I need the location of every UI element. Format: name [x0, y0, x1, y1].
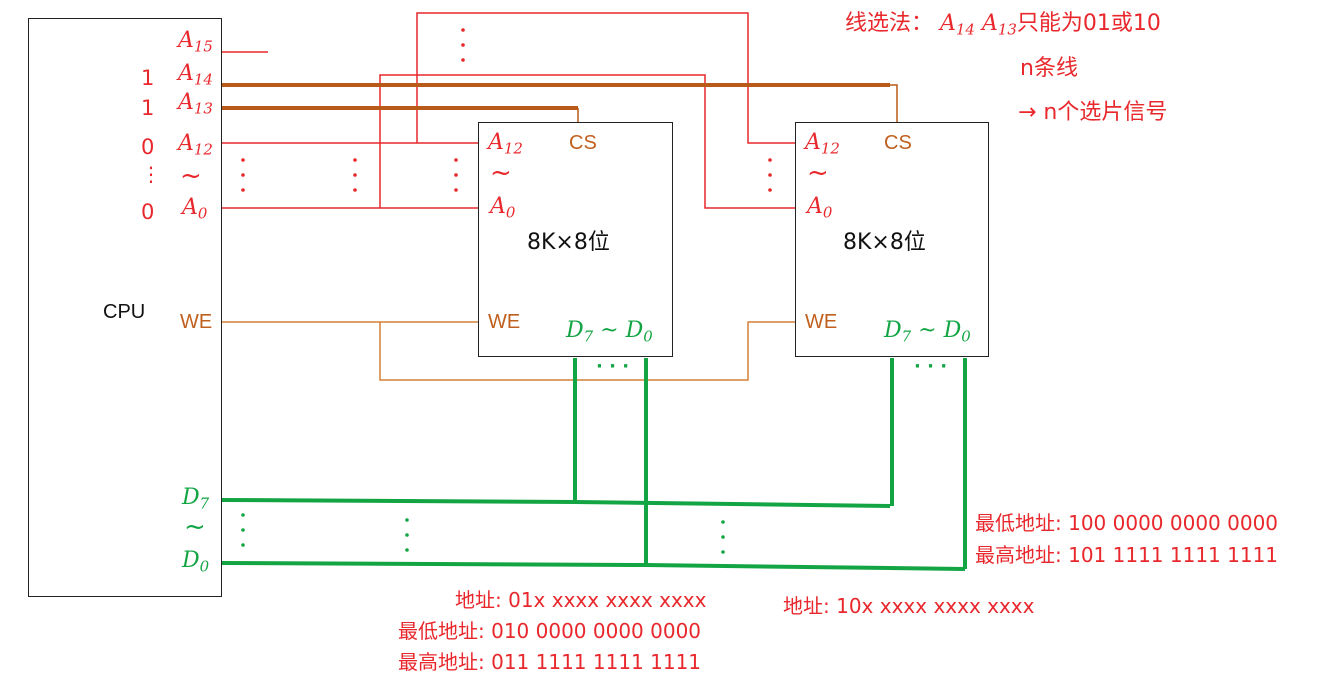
- chip2-pin-a12: A12: [805, 130, 840, 158]
- chip1-pin-we: WE: [488, 311, 521, 333]
- chip2-min-address: 最低地址: 100 0000 0000 0000: [975, 511, 1279, 535]
- chip1-pin-a0: A0: [490, 194, 516, 222]
- cpu-pin-a0: A0: [182, 195, 208, 223]
- memory-chip-2: [795, 122, 989, 357]
- line-select-note-n-signals: → n个选片信号: [1018, 100, 1168, 125]
- chip1-pin-a12: A12: [488, 130, 523, 158]
- cpu-pin-d0: D0: [182, 548, 210, 576]
- chip-select-wires: [222, 83, 898, 122]
- chip2-pin-we: WE: [805, 311, 838, 333]
- cpu-pin-a15: A15: [178, 28, 213, 56]
- line-select-note-n-lines: n条线: [1020, 56, 1078, 81]
- chip2-pin-cs: CS: [884, 132, 912, 154]
- cpu-block: [28, 18, 222, 597]
- cpu-pin-a12: A12: [178, 131, 213, 159]
- cpu-value-vdots: ⋮: [141, 162, 161, 186]
- d7-bus: [221, 498, 891, 508]
- d0-bus: [221, 561, 966, 571]
- chip2-address-pattern: 地址: 10x xxxx xxxx xxxx: [783, 594, 1035, 618]
- cpu-pin-we: WE: [180, 311, 213, 333]
- a14-to-chip2-cs: [890, 84, 898, 122]
- cpu-pin-a13: A13: [178, 90, 213, 118]
- chip2-addr-tilde: ~: [807, 158, 829, 188]
- chip1-max-address: 最高地址: 011 1111 1111 1111: [398, 650, 702, 674]
- address-wires: [222, 12, 795, 209]
- chip2-data-dots: · · ·: [914, 356, 948, 377]
- chip1-data-dots: · · ·: [596, 356, 630, 377]
- chip2-capacity: 8K×8位: [843, 230, 926, 255]
- cpu-pin-d7: D7: [182, 485, 210, 513]
- chip2-pin-data: D7 ~ D0: [884, 318, 971, 346]
- ellipsis-dots: [241, 28, 772, 554]
- cpu-pin-a0-value: 0: [141, 200, 155, 224]
- chip1-address-pattern: 地址: 01x xxxx xxxx xxxx: [455, 588, 707, 612]
- chip2-max-address: 最高地址: 101 1111 1111 1111: [975, 543, 1279, 567]
- chip2-pin-a0: A0: [807, 194, 833, 222]
- line-select-note: 线选法： A14 A13只能为01或10: [845, 11, 1161, 39]
- chip1-pin-cs: CS: [569, 132, 597, 154]
- chip1-addr-tilde: ~: [490, 158, 512, 188]
- a0-to-chip2: [379, 74, 795, 209]
- cpu-pin-a13-value: 1: [141, 96, 155, 120]
- cpu-pin-a14: A14: [178, 61, 213, 89]
- cpu-pin-a14-value: 1: [141, 66, 155, 90]
- chip1-min-address: 最低地址: 010 0000 0000 0000: [398, 619, 702, 643]
- cpu-label: CPU: [103, 301, 146, 323]
- cpu-pin-a12-value: 0: [141, 135, 155, 159]
- chip1-capacity: 8K×8位: [527, 230, 610, 255]
- cpu-addr-tilde: ~: [180, 161, 202, 191]
- chip1-pin-data: D7 ~ D0: [566, 318, 653, 346]
- a12-to-chip2: [416, 12, 795, 144]
- data-wires: [221, 358, 967, 571]
- memory-chip-1: [478, 122, 673, 357]
- we-to-chip2: [379, 321, 795, 381]
- cpu-data-tilde: ~: [184, 512, 206, 542]
- we-wires: [222, 321, 795, 381]
